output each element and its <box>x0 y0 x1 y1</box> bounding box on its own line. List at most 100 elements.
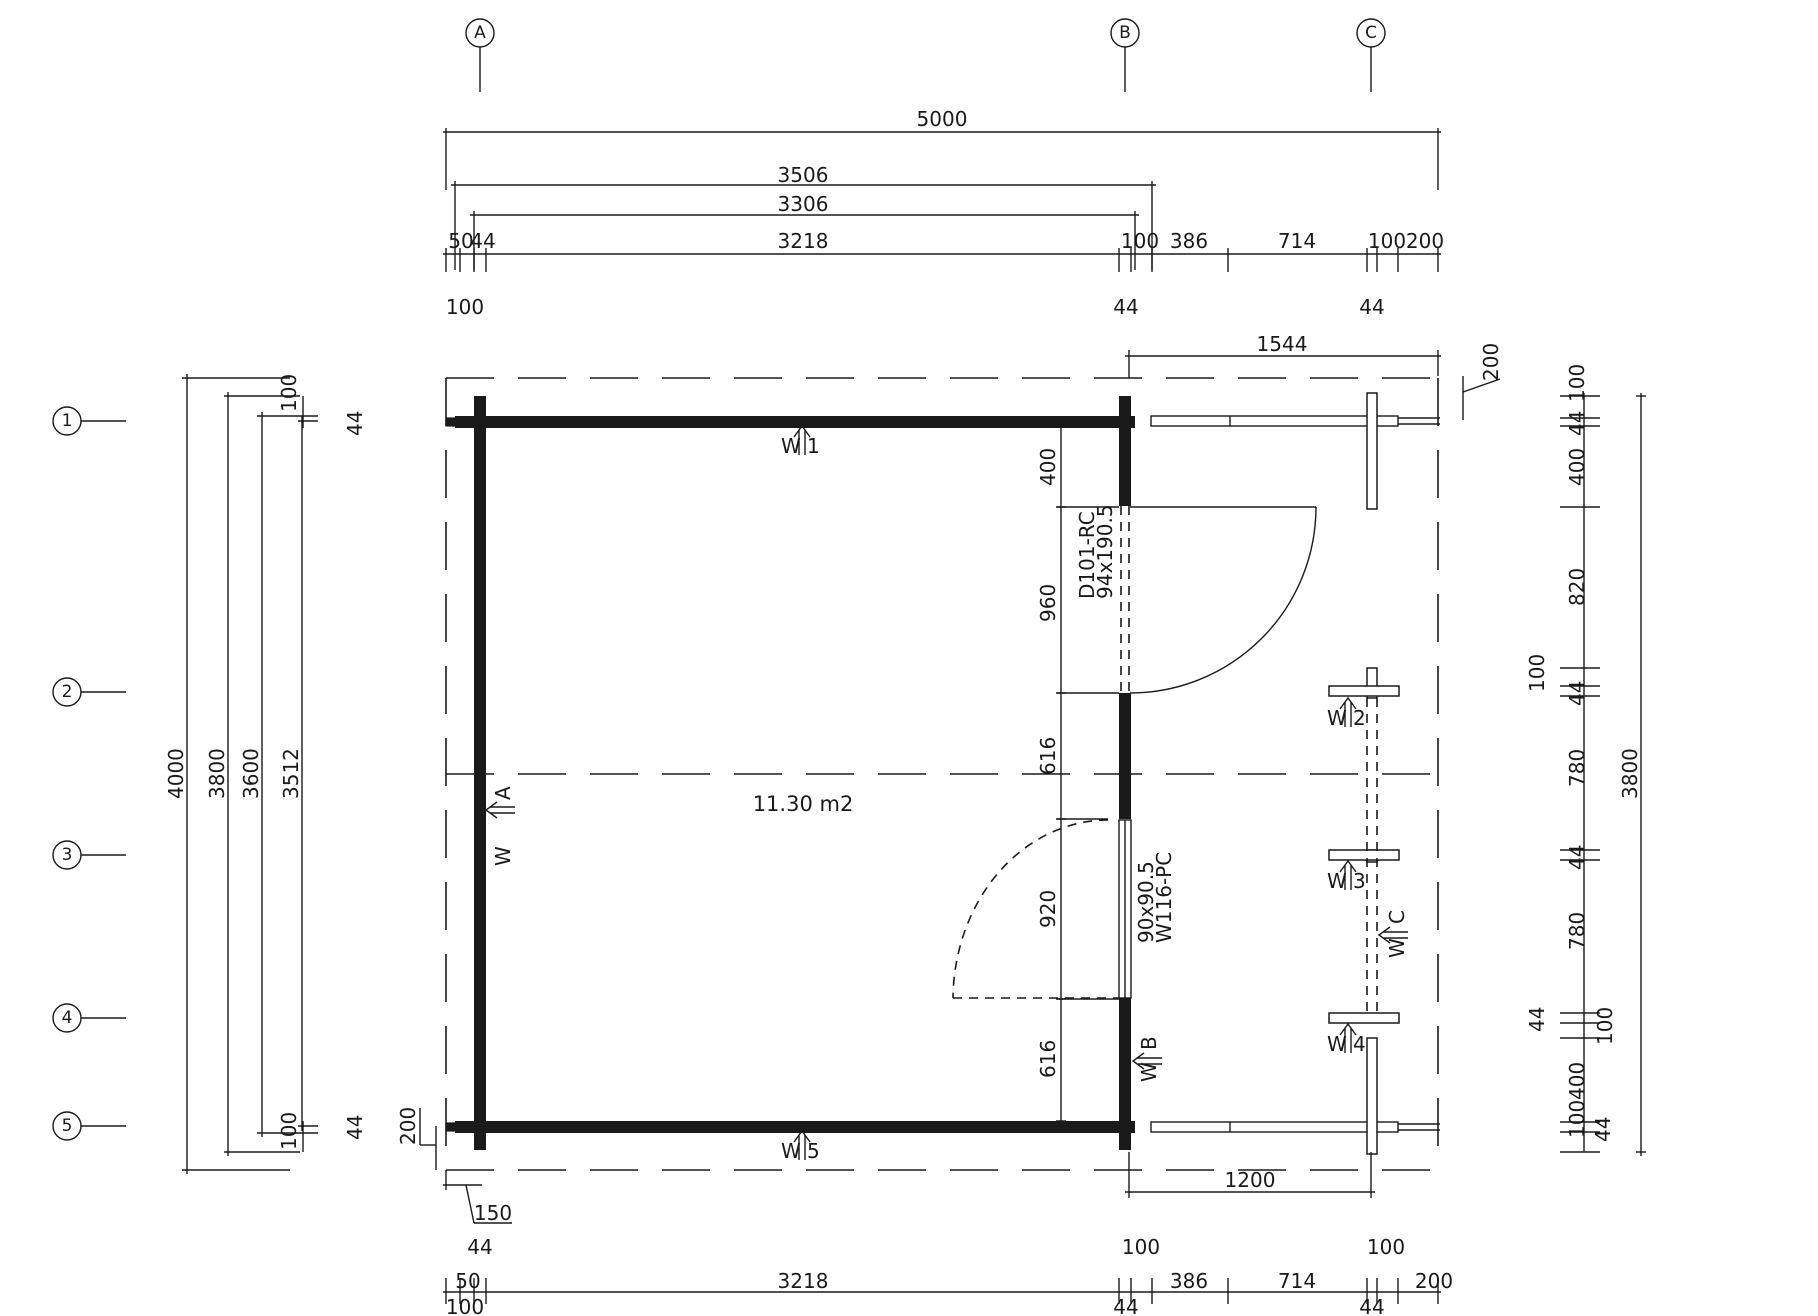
dim-top-under-44b: 44 <box>1359 295 1384 319</box>
dim-top-200: 200 <box>1406 229 1444 253</box>
dim-left-44-top: 44 <box>343 411 367 436</box>
dim-right-820: 820 <box>1565 568 1589 606</box>
dim-bottom-50: 50 <box>455 1269 480 1293</box>
beam-c3 <box>1328 849 1400 861</box>
grid-axis-2: 2 <box>52 677 126 707</box>
roof-outline <box>445 377 1439 1171</box>
dim-bottom-under-44: 44 <box>1113 1295 1138 1316</box>
right-dimensions: 100 44 400 820 100 44 780 44 780 44 100 … <box>1525 364 1646 1156</box>
post-c1 <box>1366 392 1378 510</box>
left-dimensions: 4000 3800 3600 3512 100 44 100 44 <box>164 374 367 1174</box>
wall-tag-4-w: W <box>1327 1032 1347 1056</box>
terrace-beam-top <box>1150 415 1399 427</box>
dim-top-100b: 100 <box>1368 229 1406 253</box>
dim-right-44d: 44 <box>1525 1007 1549 1032</box>
wall-tag-c-w: W <box>1385 938 1409 958</box>
grid-axis-b: B <box>1110 18 1140 92</box>
dim-right-44b: 44 <box>1565 681 1589 706</box>
interior-dimensions: 400 960 616 920 616 <box>1036 416 1066 1126</box>
grid-axis-a: A <box>465 18 495 92</box>
dim-bottom-200b: 200 <box>1415 1269 1453 1293</box>
dim-bottom-3218: 3218 <box>778 1269 829 1293</box>
post-c2 <box>1366 667 1378 699</box>
dim-bottom-1200: 1200 <box>1225 1168 1276 1192</box>
dim-top-3506: 3506 <box>778 163 829 187</box>
dim-bottom-200: 200 <box>396 1107 420 1145</box>
wall-1 <box>455 416 1135 428</box>
grid-axis-1-label: 1 <box>62 411 73 431</box>
wall-tag-b-letter: B <box>1137 1036 1161 1050</box>
dim-right-100b: 100 <box>1525 654 1549 692</box>
dim-right-100: 100 <box>1565 364 1589 402</box>
dim-left-4000: 4000 <box>164 748 188 799</box>
grid-axes: A B C 1 2 3 4 <box>52 18 1386 1141</box>
dim-top-386: 386 <box>1170 229 1208 253</box>
dim-left-3512: 3512 <box>279 748 303 799</box>
dim-top-100: 100 <box>1121 229 1159 253</box>
dim-bottom-over-44: 44 <box>467 1235 492 1259</box>
grid-axis-1: 1 <box>52 406 126 436</box>
wall-tag-3-w: W <box>1327 869 1347 893</box>
dim-right-780b: 780 <box>1565 912 1589 950</box>
dim-top-5000: 5000 <box>917 107 968 131</box>
wall-tag-2-w: W <box>1327 706 1347 730</box>
grid-axis-4-label: 4 <box>62 1008 73 1028</box>
dim-bottom-over-100b: 100 <box>1367 1235 1405 1259</box>
wall-tag-a-w: W <box>491 846 515 866</box>
dim-bottom-150: 150 <box>474 1201 512 1225</box>
wall-tag-5: W 5 <box>781 1129 820 1163</box>
wall-tag-4-num: 4 <box>1353 1032 1366 1056</box>
wall-1-end-left <box>445 417 457 427</box>
dim-top-714: 714 <box>1278 229 1316 253</box>
wall-tag-1-num: 1 <box>807 434 820 458</box>
wall-tag-2-num: 2 <box>1353 706 1366 730</box>
wall-b-mid <box>1119 693 1131 819</box>
dim-top-under-100: 100 <box>446 295 484 319</box>
grid-axis-b-label: B <box>1119 23 1131 43</box>
window-size-label: 90x90.5 <box>1134 861 1158 943</box>
wall-tag-4: W 4 <box>1327 1022 1366 1056</box>
post-c5 <box>1366 1037 1378 1155</box>
wall-tag-5-num: 5 <box>807 1139 820 1163</box>
window-code-label: W116-PC <box>1152 852 1176 943</box>
dim-bottom-under-100: 100 <box>446 1295 484 1316</box>
dim-left-3800: 3800 <box>205 748 229 799</box>
dim-right-780: 780 <box>1565 749 1589 787</box>
dim-right-200: 200 <box>1479 343 1503 381</box>
door-size-label: 94x190.5 <box>1093 504 1117 599</box>
dim-right-400: 400 <box>1565 448 1589 486</box>
dim-int-920: 920 <box>1036 890 1060 928</box>
beam-c4 <box>1328 1012 1400 1024</box>
dim-int-400: 400 <box>1036 448 1060 486</box>
grid-axis-c-label: C <box>1365 23 1377 43</box>
grid-axis-3-label: 3 <box>62 845 73 865</box>
wall-5 <box>455 1121 1135 1133</box>
dim-int-616: 616 <box>1036 737 1060 775</box>
dim-left-44-bottom: 44 <box>343 1115 367 1140</box>
dim-right-400b: 400 <box>1565 1062 1589 1100</box>
dim-left-100-top: 100 <box>277 374 301 412</box>
grid-axis-c: C <box>1356 18 1386 92</box>
wall-tag-a: W A <box>484 786 515 866</box>
room-area-label: 11.30 m2 <box>753 792 854 816</box>
wall-tag-a-letter: A <box>491 786 515 800</box>
dim-int-616b: 616 <box>1036 1040 1060 1078</box>
dim-right-44: 44 <box>1565 411 1589 436</box>
dim-bottom-under-44b: 44 <box>1359 1295 1384 1316</box>
dim-right-1544: 1544 <box>1257 332 1308 356</box>
dim-bottom-386: 386 <box>1170 1269 1208 1293</box>
wall-tag-b-w: W <box>1137 1062 1161 1082</box>
dim-right-100d: 100 <box>1565 1100 1589 1138</box>
wall-a <box>474 396 486 1150</box>
wall-tag-1: W 1 <box>781 424 820 458</box>
wall-tag-b: W B <box>1131 1036 1162 1082</box>
door-opening <box>1057 506 1317 694</box>
dim-top-44: 44 <box>470 229 495 253</box>
wall-tag-c-letter: C <box>1385 910 1409 924</box>
wall-b-top <box>1119 396 1131 506</box>
dim-bottom-over-100: 100 <box>1122 1235 1160 1259</box>
walls <box>445 396 1135 1150</box>
grid-axis-5: 5 <box>52 1111 126 1141</box>
dim-top-under-44: 44 <box>1113 295 1138 319</box>
dim-top-3218: 3218 <box>778 229 829 253</box>
